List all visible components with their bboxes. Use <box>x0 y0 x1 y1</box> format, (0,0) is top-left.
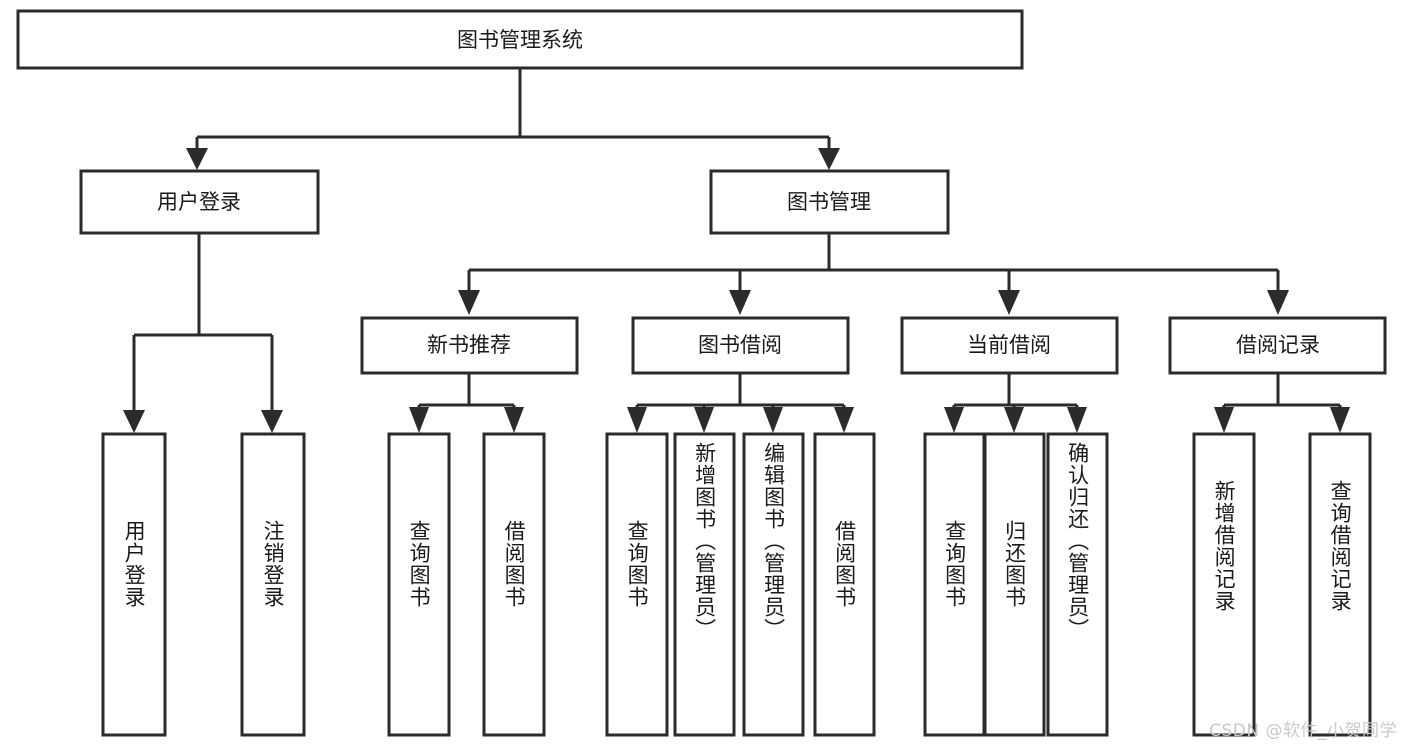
node-current-borrow[interactable]: 当前借阅 <box>900 316 1119 375</box>
node-root-box[interactable] <box>16 9 1024 70</box>
node-book-borrow-box[interactable] <box>631 316 850 375</box>
arrow-level1-2-icon <box>818 148 840 170</box>
node-new-book-recommend-box[interactable] <box>360 316 579 375</box>
arrow-level2-3-icon <box>998 290 1020 315</box>
leaf-box-current-1[interactable] <box>923 432 986 737</box>
node-root-label: 图书管理系统 <box>457 28 583 52</box>
node-book-management-box[interactable] <box>709 169 950 235</box>
node-current-borrow-box[interactable] <box>900 316 1119 375</box>
leaf-box-recommend-2[interactable] <box>482 432 546 737</box>
node-current-borrow-label: 当前借阅 <box>967 333 1051 357</box>
node-borrow-record[interactable]: 借阅记录 <box>1168 316 1387 375</box>
leaf-box-borrow-2[interactable] <box>673 432 736 737</box>
leaf-box-recommend-1[interactable] <box>387 432 451 737</box>
node-borrow-record-label: 借阅记录 <box>1236 333 1320 357</box>
arrow-level2-2-icon <box>729 290 751 315</box>
leaf-box-record-1[interactable] <box>1192 432 1256 737</box>
node-root[interactable]: 图书管理系统 <box>16 9 1024 70</box>
arrow-borrow-leaf2-icon <box>694 407 714 433</box>
node-new-book-recommend-label: 新书推荐 <box>427 333 511 357</box>
arrow-record-leaf1-icon <box>1214 407 1234 433</box>
node-user-login-label: 用户登录 <box>157 190 241 214</box>
arrow-recommend-leaf1-icon <box>409 407 429 433</box>
arrow-level2-4-icon <box>1267 290 1289 315</box>
leaf-box-user-login-2[interactable] <box>240 432 306 737</box>
arrow-level1-1-icon <box>186 148 208 170</box>
node-borrow-record-box[interactable] <box>1168 316 1387 375</box>
leaf-box-borrow-3[interactable] <box>742 432 805 737</box>
arrow-user-login-leaf2-icon <box>261 410 283 433</box>
arrow-current-leaf3-icon <box>1067 407 1087 433</box>
arrow-current-leaf1-icon <box>944 407 964 433</box>
arrow-level2-1-icon <box>458 290 480 315</box>
leaf-box-borrow-1[interactable] <box>605 432 669 737</box>
leaf-box-current-2[interactable] <box>983 432 1046 737</box>
node-user-login[interactable]: 用户登录 <box>79 169 320 235</box>
leaf-box-user-login-1[interactable] <box>101 432 167 737</box>
leaf-box-borrow-4[interactable] <box>813 432 876 737</box>
arrow-recommend-leaf2-icon <box>504 407 524 433</box>
arrow-record-leaf2-icon <box>1330 407 1350 433</box>
node-book-borrow-label: 图书借阅 <box>698 333 782 357</box>
node-book-borrow[interactable]: 图书借阅 <box>631 316 850 375</box>
node-new-book-recommend[interactable]: 新书推荐 <box>360 316 579 375</box>
node-book-management[interactable]: 图书管理 <box>709 169 950 235</box>
leaf-box-record-2[interactable] <box>1308 432 1372 737</box>
node-book-management-label: 图书管理 <box>787 190 871 214</box>
arrow-borrow-leaf1-icon <box>627 407 647 433</box>
arrow-user-login-leaf1-icon <box>123 410 145 433</box>
leaf-box-current-3[interactable] <box>1046 432 1109 737</box>
arrow-borrow-leaf3-icon <box>763 407 783 433</box>
arrow-borrow-leaf4-icon <box>834 407 854 433</box>
arrow-current-leaf2-icon <box>1004 407 1024 433</box>
